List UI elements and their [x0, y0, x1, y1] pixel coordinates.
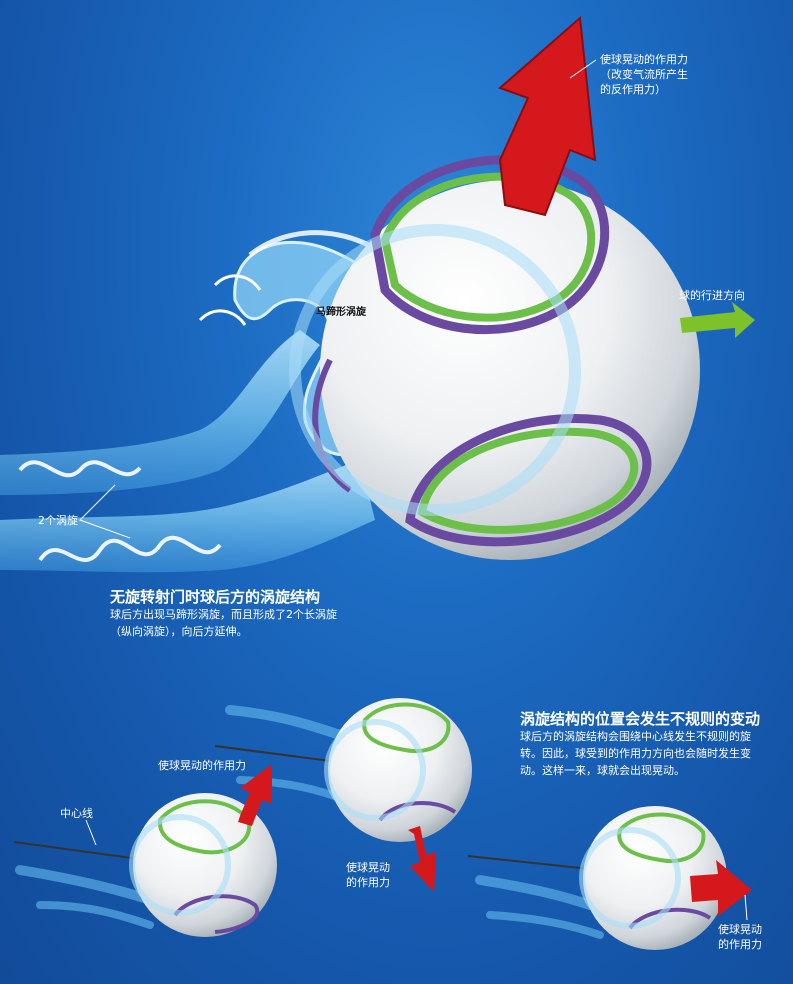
force3-label-line1: 使球晃动 [718, 923, 762, 936]
top-title: 无旋转射门时球后方的涡旋结构 [110, 588, 321, 606]
force-sub-label-2: 的反作用力） [600, 83, 666, 96]
force-arrow-main [498, 15, 597, 217]
force3-label-line2: 的作用力 [718, 938, 762, 951]
bottom-desc-line2: 转。因此，球受到的作用力方向也会随时发生变 [520, 747, 751, 760]
force2-label-line1: 使球晃动 [346, 861, 390, 874]
force-sub-label: （改变气流所产生 [600, 68, 688, 81]
small-ball-3 [579, 806, 727, 950]
longitudinal-vortex-lower [0, 460, 375, 573]
two-vortices-label: 2个涡旋 [38, 514, 78, 527]
direction-arrow [680, 302, 755, 338]
force-arrow-2 [408, 826, 436, 892]
force3-leader [744, 894, 748, 921]
force-label: 使球晃动的作用力 [600, 53, 688, 66]
small-ball-1 [129, 793, 277, 937]
longitudinal-vortex-upper [0, 330, 320, 495]
force-arrow-3 [690, 860, 752, 916]
force2-label-line2: 的作用力 [346, 876, 390, 889]
center-line-leader [85, 819, 97, 846]
direction-label: 球的行进方向 [679, 289, 745, 302]
force-leader-line [569, 59, 597, 79]
bottom-desc-line3: 动。这样一来，球就会出现晃动。 [520, 764, 685, 777]
bottom-vortex-streaks [15, 705, 604, 939]
top-desc-line1: 球后方出现马蹄形涡旋，而且形成了2个长涡旋 [110, 608, 337, 621]
bottom-desc-line1: 球后方的涡旋结构会围绕中心线发生不规则的旋 [520, 730, 751, 743]
force-arrow-1 [238, 764, 272, 826]
force1-label: 使球晃动的作用力 [158, 759, 246, 772]
center-line-label: 中心线 [60, 807, 93, 820]
horseshoe-label: 马蹄形涡旋 [316, 307, 366, 318]
bottom-title: 涡旋结构的位置会发生不规则的变动 [520, 710, 761, 728]
main-ball [289, 155, 700, 560]
small-ball-2 [324, 698, 472, 842]
two-vortices-leader [79, 484, 131, 539]
top-desc-line2: （纵向涡旋），向后方延伸。 [110, 625, 248, 638]
